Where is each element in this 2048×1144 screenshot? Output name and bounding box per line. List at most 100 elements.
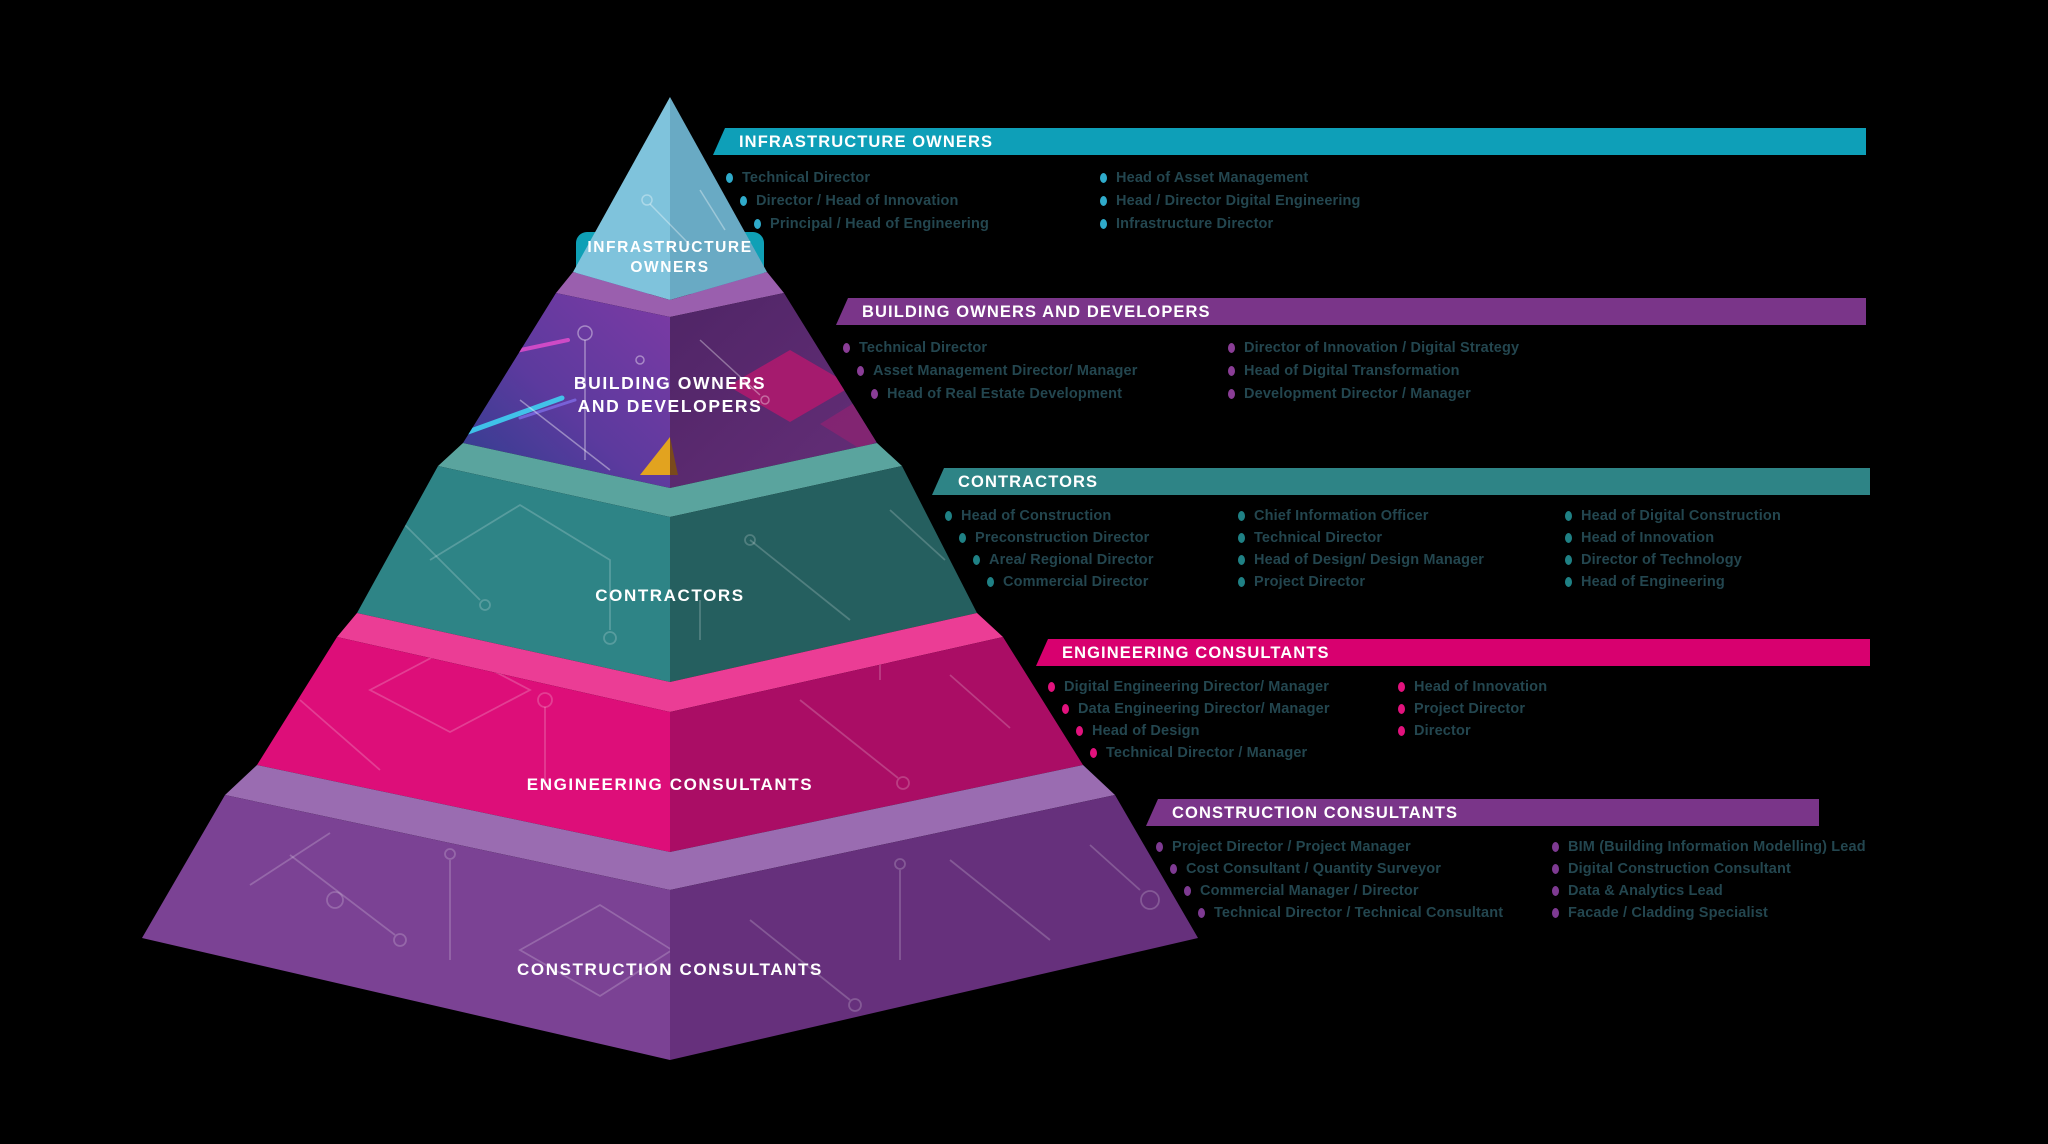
bullet-icon	[1565, 511, 1572, 521]
bullet-icon	[1048, 682, 1055, 692]
bullet-icon	[1565, 533, 1572, 543]
role-label: Project Director	[1414, 701, 1526, 717]
tier-building-left-face	[463, 293, 670, 488]
role-item: Head of Design/ Design Manager	[1238, 549, 1484, 571]
circuit-decoration	[249, 832, 1160, 1012]
role-label: Facade / Cladding Specialist	[1568, 905, 1769, 921]
bullet-icon	[1170, 864, 1177, 874]
bullet-icon	[945, 511, 952, 521]
role-item: Cost Consultant / Quantity Surveyor	[1156, 858, 1503, 880]
bullet-icon	[1565, 577, 1572, 587]
bullet-icon	[1228, 388, 1235, 399]
bullet-icon	[987, 577, 994, 587]
tier-construction-top-band	[225, 765, 1115, 890]
role-item: Director	[1398, 720, 1547, 742]
role-column: Director of Innovation / Digital Strateg…	[1228, 336, 1519, 405]
role-item: Director / Head of Innovation	[726, 189, 989, 212]
role-item: Project Director	[1238, 571, 1484, 593]
role-label: Head of Design	[1092, 723, 1200, 739]
role-item: Digital Engineering Director/ Manager	[1048, 676, 1330, 698]
role-label: Project Director / Project Manager	[1172, 839, 1411, 855]
tier-infrastructure-right-face	[670, 97, 767, 300]
bullet-icon	[871, 388, 878, 399]
tier-construction-right-face	[670, 795, 1198, 1060]
role-label: Head of Digital Transformation	[1244, 362, 1460, 379]
tier-construction-left-face	[142, 795, 670, 1060]
role-item: Head / Director Digital Engineering	[1100, 189, 1361, 212]
tier-label-line: AND DEVELOPERS	[577, 396, 763, 417]
tier-contractors-left-face	[357, 466, 670, 682]
role-label: Technical Director / Manager	[1106, 745, 1308, 761]
tier-engineering-right-face	[670, 637, 1083, 852]
role-label: Cost Consultant / Quantity Surveyor	[1186, 861, 1441, 877]
role-label: Head of Design/ Design Manager	[1254, 552, 1485, 568]
bullet-icon	[1238, 511, 1245, 521]
role-item: Preconstruction Director	[945, 527, 1154, 549]
role-label: Technical Director	[1254, 530, 1383, 546]
role-item: Head of Real Estate Development	[843, 382, 1138, 405]
bullet-icon	[1398, 682, 1405, 692]
tier-label-line: CONSTRUCTION CONSULTANTS	[517, 960, 823, 979]
bullet-icon	[1552, 864, 1559, 874]
tier-engineering-top-band	[337, 613, 1003, 712]
role-item: Technical Director / Manager	[1048, 742, 1330, 764]
bullet-icon	[1552, 908, 1559, 918]
bullet-icon	[1090, 748, 1097, 758]
gold-triangle-right	[670, 437, 678, 475]
section-header-bar: CONSTRUCTION CONSULTANTS	[1146, 799, 1819, 826]
role-label: Director	[1414, 723, 1471, 739]
role-item: Development Director / Manager	[1228, 382, 1519, 405]
role-label: Project Director	[1254, 574, 1366, 590]
role-label: Digital Engineering Director/ Manager	[1064, 679, 1329, 695]
role-label: Development Director / Manager	[1244, 385, 1471, 402]
circuit-decoration	[399, 503, 946, 670]
tier-label-engineering-consultants: ENGINEERING CONSULTANTS	[527, 774, 813, 796]
role-item: Director of Technology	[1565, 549, 1781, 571]
role-label: Head of Innovation	[1414, 679, 1548, 695]
role-label: Preconstruction Director	[975, 530, 1150, 546]
role-item: Technical Director	[843, 336, 1138, 359]
role-label: Head of Innovation	[1581, 530, 1715, 546]
bullet-icon	[1398, 704, 1405, 714]
bullet-icon	[1228, 365, 1235, 376]
role-item: Digital Construction Consultant	[1552, 858, 1866, 880]
role-label: Commercial Manager / Director	[1200, 883, 1419, 899]
role-item: Head of Digital Transformation	[1228, 359, 1519, 382]
role-label: Head of Digital Construction	[1581, 508, 1781, 524]
bullet-icon	[1238, 555, 1245, 565]
tier-building-top-band	[556, 272, 784, 317]
role-item: Data Engineering Director/ Manager	[1048, 698, 1330, 720]
role-item: Head of Innovation	[1565, 527, 1781, 549]
bullet-icon	[1100, 218, 1107, 229]
bullet-icon	[843, 342, 850, 353]
tier-label-construction-consultants: CONSTRUCTION CONSULTANTS	[517, 959, 823, 981]
bullet-icon	[959, 533, 966, 543]
role-item: Commercial Director	[945, 571, 1154, 593]
role-item: Project Director / Project Manager	[1156, 836, 1503, 858]
role-label: Commercial Director	[1003, 574, 1149, 590]
role-item: Commercial Manager / Director	[1156, 880, 1503, 902]
bullet-icon	[1552, 886, 1559, 896]
role-label: Principal / Head of Engineering	[770, 215, 989, 232]
role-item: Area/ Regional Director	[945, 549, 1154, 571]
bullet-icon	[1565, 555, 1572, 565]
role-label: Director / Head of Innovation	[756, 192, 959, 209]
role-item: Technical Director / Technical Consultan…	[1156, 902, 1503, 924]
bullet-icon	[1552, 842, 1559, 852]
tier-label-line: OWNERS	[630, 259, 710, 277]
role-item: Technical Director	[726, 166, 989, 189]
role-item: Head of Construction	[945, 505, 1154, 527]
role-item: Data & Analytics Lead	[1552, 880, 1866, 902]
bullet-icon	[1100, 172, 1107, 183]
role-label: Asset Management Director/ Manager	[873, 362, 1138, 379]
tier-infrastructure-left-face	[573, 97, 670, 300]
bullet-icon	[973, 555, 980, 565]
